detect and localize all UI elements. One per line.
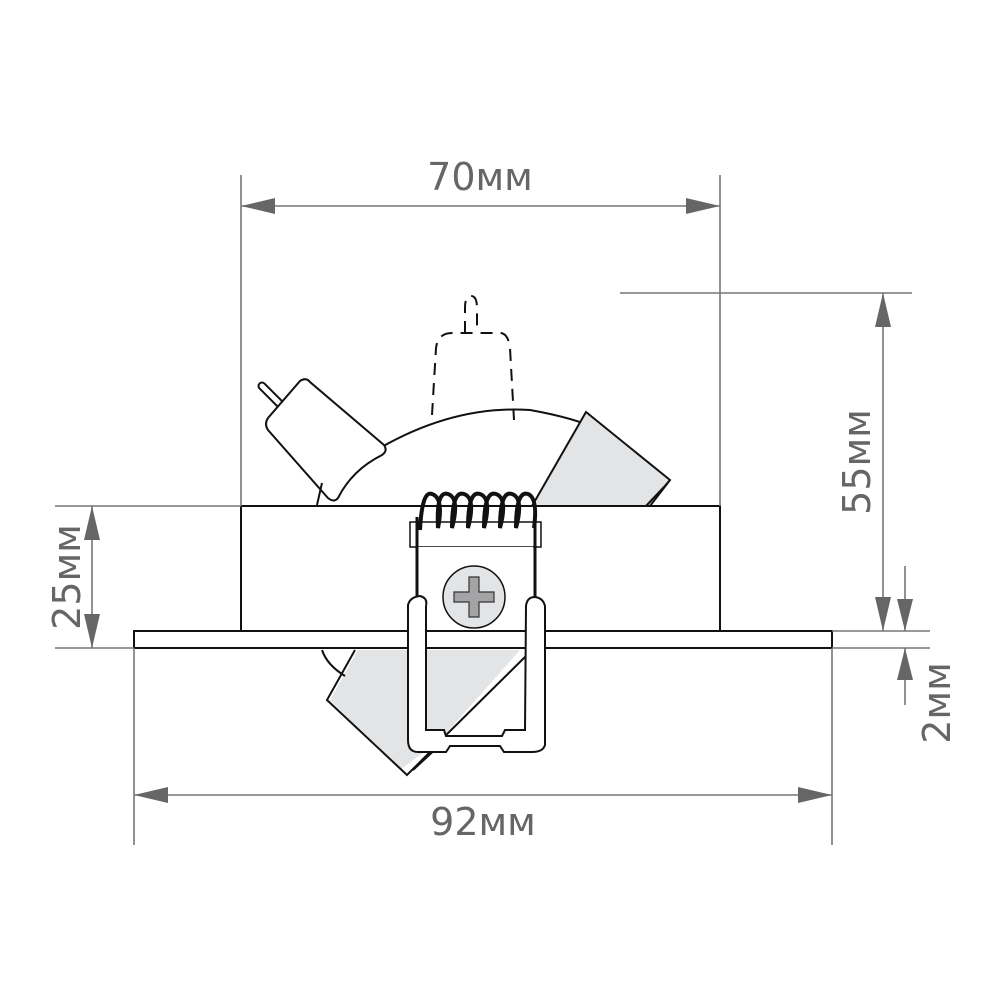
spring-coil [418,491,538,531]
dimension-label-body-height: 25мм [45,524,89,630]
right-reflector [530,410,672,507]
dimension-label-bottom-width: 92мм [430,800,536,844]
left-tilted-lamp [257,378,387,506]
dimension-label-total-height: 55мм [835,409,879,515]
dimension-label-top-width: 70мм [427,155,533,199]
spring-clip [407,491,546,753]
dimension-lines [55,175,930,845]
screw-cross [453,576,495,618]
fixture [133,294,833,777]
dome [379,408,601,449]
dimension-arrows [84,198,913,803]
lamp-dashed-outline [431,294,515,421]
fixture-flange [133,630,833,649]
u-clip [407,594,546,753]
dimension-label-flange-thickness: 2мм [915,662,959,744]
